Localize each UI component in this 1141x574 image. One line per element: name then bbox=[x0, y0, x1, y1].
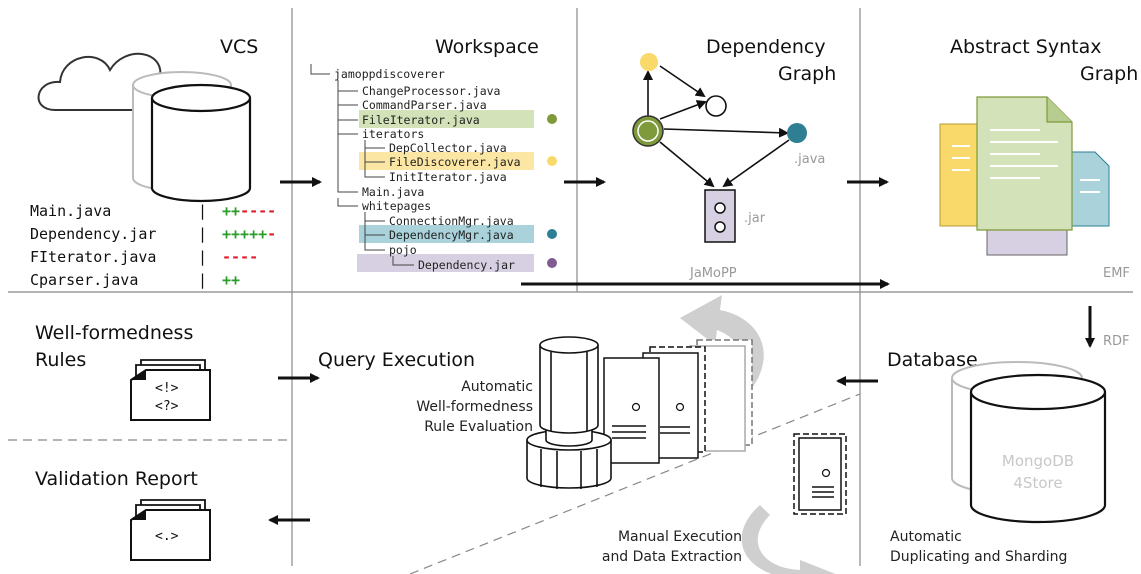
deletions-mark: - bbox=[267, 225, 276, 243]
tree-item: FileIterator.java bbox=[362, 113, 480, 127]
additions-mark: +++++ bbox=[222, 225, 267, 243]
ast-title-line2: Graph bbox=[1080, 63, 1138, 85]
tree-item: pojo bbox=[389, 243, 417, 257]
marker-dot-yellow bbox=[547, 156, 557, 166]
dependency-graph-title-line2: Graph bbox=[778, 63, 836, 85]
marker-dot-green bbox=[547, 114, 557, 124]
query-title: Query Execution bbox=[318, 349, 475, 371]
graph-node-yellow bbox=[640, 53, 658, 71]
marker-dot-purple bbox=[547, 258, 557, 268]
tree-item: FileDiscoverer.java bbox=[389, 155, 521, 169]
tree-item: CommandParser.java bbox=[362, 98, 487, 112]
auto-label-2: Well-formedness bbox=[416, 399, 533, 415]
vcs-file-name: Cparser.java bbox=[30, 271, 138, 289]
graph-edges bbox=[643, 65, 790, 188]
vcs-file-sep: | bbox=[198, 248, 207, 266]
database-caption-1: Automatic bbox=[890, 529, 962, 545]
mainframe-tower-icon bbox=[526, 336, 612, 489]
database-label-2: 4Store bbox=[1013, 474, 1062, 492]
tree-item: ConnectionMgr.java bbox=[389, 214, 514, 228]
vcs-title: VCS bbox=[220, 36, 258, 58]
tree-item: Dependency.jar bbox=[418, 258, 515, 272]
graph-node-teal bbox=[787, 123, 807, 143]
graph-node-empty bbox=[705, 95, 727, 117]
vcs-file-additions: ++ bbox=[222, 271, 240, 289]
java-label: .java bbox=[794, 152, 825, 167]
vcs-panel: VCS Main.java | ++---- Dependency.jar | … bbox=[30, 36, 276, 289]
highlight-teal bbox=[359, 225, 534, 243]
vcs-file-sep: | bbox=[198, 202, 207, 220]
emf-label: EMF bbox=[1103, 266, 1130, 281]
vcs-file-list: Main.java | ++---- Dependency.jar | ++++… bbox=[30, 202, 276, 289]
tree-item: whitepages bbox=[362, 199, 431, 213]
flow-arrows bbox=[268, 177, 1095, 525]
jamopp-label: JaMoPP bbox=[689, 266, 737, 281]
report-document-icon bbox=[130, 499, 211, 561]
highlight-yellow bbox=[359, 152, 534, 170]
server-cluster-icon bbox=[603, 339, 753, 464]
workspace-panel: Workspace jamoppdiscoverer ChangeProcess bbox=[310, 36, 557, 272]
highlight-purple bbox=[357, 254, 534, 272]
database-panel: Database MongoDB 4Store Automatic Duplic… bbox=[887, 349, 1107, 565]
jar-label: .jar bbox=[744, 211, 766, 226]
dependency-graph-title-line1: Dependency bbox=[706, 36, 826, 58]
document-stack-icon bbox=[939, 96, 1110, 256]
database-caption-2: Duplicating and Sharding bbox=[890, 549, 1067, 565]
dependency-graph-panel: Dependency Graph .java .jar bbox=[632, 36, 836, 243]
rules-icon-text-1: <!> bbox=[155, 381, 179, 396]
workspace-title: Workspace bbox=[435, 36, 539, 58]
vcs-file-name: Dependency.jar bbox=[30, 225, 156, 243]
validation-panel: Validation Report <.> bbox=[35, 468, 211, 561]
tree-item: InitIterator.java bbox=[389, 170, 507, 184]
database-icon bbox=[150, 83, 252, 203]
validation-title: Validation Report bbox=[35, 468, 198, 490]
server-icon bbox=[793, 433, 847, 515]
deletions-mark: ---- bbox=[240, 202, 276, 220]
rules-icon-text-2: <?> bbox=[155, 399, 179, 414]
vcs-file-additions: ---- bbox=[222, 248, 258, 266]
tree-item: ChangeProcessor.java bbox=[362, 84, 500, 98]
vcs-file-additions: +++++- bbox=[222, 225, 276, 243]
highlight-green bbox=[359, 110, 534, 128]
mongodb-database-icon bbox=[969, 373, 1107, 524]
tree-item: DependencyMgr.java bbox=[389, 228, 514, 242]
wellformedness-title-line1: Well-formedness bbox=[35, 322, 193, 344]
marker-dot-teal bbox=[547, 229, 557, 239]
report-icon-text: <.> bbox=[155, 529, 179, 544]
database-label-1: MongoDB bbox=[1002, 452, 1074, 470]
manual-cycle-arrow-icon bbox=[742, 505, 838, 574]
file-tree-connectors bbox=[310, 64, 414, 266]
manual-label-1: Manual Execution bbox=[618, 529, 742, 545]
deletions-mark: ---- bbox=[222, 248, 258, 266]
additions-mark: ++ bbox=[222, 202, 240, 220]
ast-panel: Abstract Syntax Graph EMF RDF bbox=[939, 36, 1138, 349]
manual-label-2: and Data Extraction bbox=[602, 549, 742, 565]
auto-label-3: Rule Evaluation bbox=[424, 419, 533, 435]
file-tree: jamoppdiscoverer ChangeProcessor.java Co… bbox=[334, 67, 521, 272]
rdf-label: RDF bbox=[1103, 334, 1130, 349]
vcs-file-sep: | bbox=[198, 271, 207, 289]
vcs-file-name: FIterator.java bbox=[30, 248, 156, 266]
wellformedness-panel: Well-formedness Rules <!> <?> bbox=[35, 322, 211, 421]
database-title: Database bbox=[887, 349, 978, 371]
query-panel: Query Execution Automatic Well-formednes… bbox=[318, 295, 847, 574]
vcs-file-name: Main.java bbox=[30, 202, 111, 220]
additions-mark: ++ bbox=[222, 271, 240, 289]
rules-document-icon bbox=[130, 359, 211, 421]
auto-label-1: Automatic bbox=[461, 379, 533, 395]
vcs-file-additions: ++---- bbox=[222, 202, 276, 220]
vcs-file-sep: | bbox=[198, 225, 207, 243]
ast-title-line1: Abstract Syntax bbox=[950, 36, 1101, 58]
panel-dividers bbox=[8, 8, 1133, 574]
graph-node-green-inner bbox=[637, 120, 659, 142]
jar-icon bbox=[704, 189, 736, 243]
tree-item: DepCollector.java bbox=[389, 141, 507, 155]
wellformedness-title-line2: Rules bbox=[35, 349, 86, 371]
tree-item: Main.java bbox=[362, 185, 424, 199]
tree-item: jamoppdiscoverer bbox=[334, 67, 445, 81]
tree-item: iterators bbox=[362, 127, 424, 141]
